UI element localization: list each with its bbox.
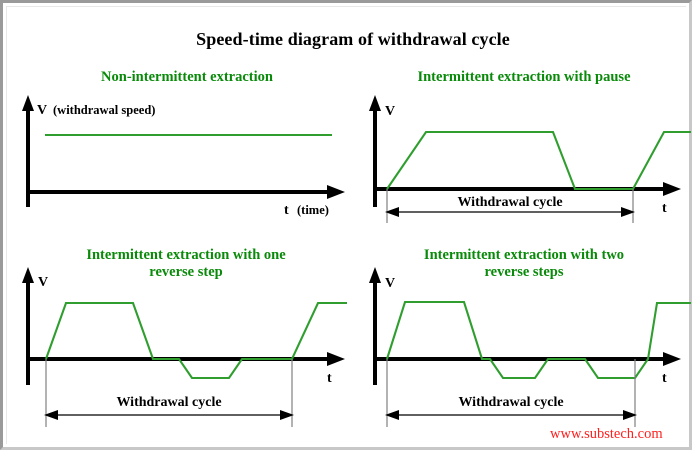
panel-title-line-2: reverse step <box>149 264 223 280</box>
cycle-arrow-left <box>385 207 399 217</box>
x-axis-label: t <box>284 203 289 218</box>
y-axis-arrowhead <box>369 95 381 111</box>
cycle-dimension-label: Withdrawal cycle <box>458 395 563 410</box>
x-axis-label: t <box>662 371 667 386</box>
panel-title-line-2: reverse steps <box>484 264 564 280</box>
panel-title-line-1: Intermittent extraction with two <box>423 247 625 263</box>
cycle-dimension-label: Withdrawal cycle <box>116 395 221 410</box>
chart-non-intermittent: V (withdrawal speed) t (time) <box>22 95 345 218</box>
cycle-dimension-label: Withdrawal cycle <box>457 195 562 210</box>
x-axis-arrowhead <box>663 352 681 366</box>
chart-two-reverse-steps: V t Withdrawal cycle <box>369 267 691 427</box>
cycle-arrow-right <box>621 207 635 217</box>
cycle-arrow-right <box>280 410 294 420</box>
y-axis-label: V <box>385 276 395 291</box>
x-axis-arrowhead <box>327 352 345 366</box>
x-axis-arrowhead <box>327 185 345 199</box>
x-axis-label: t <box>662 201 667 216</box>
speed-curve <box>45 301 347 380</box>
panel-title-intermittent-with-pause: Intermittent extraction with pause <box>417 69 631 85</box>
speed-curve <box>385 300 691 380</box>
x-axis-label: t <box>327 371 332 386</box>
y-axis-label: V <box>385 104 395 119</box>
diagram-svg: V (withdrawal speed) t (time) V t <box>22 95 691 427</box>
chart-one-reverse-step: V t Withdrawal cycle <box>22 267 347 427</box>
y-axis-label: V <box>37 103 47 118</box>
y-axis-label: V <box>38 275 48 290</box>
panel-title-non-intermittent: Non-intermittent extraction <box>101 69 273 85</box>
panel-title-one-reverse-step: Intermittent extraction with one reverse… <box>21 247 351 281</box>
cycle-arrow-left <box>385 410 399 420</box>
cycle-arrow-left <box>44 410 58 420</box>
cycle-arrow-right <box>623 410 637 420</box>
panel-title-two-reverse-steps: Intermittent extraction with two reverse… <box>359 247 689 281</box>
diagram-canvas: Speed-time diagram of withdrawal cycle N… <box>6 6 691 444</box>
page-title: Speed-time diagram of withdrawal cycle <box>196 29 510 49</box>
panel-title-line-1: Intermittent extraction with one <box>86 247 286 263</box>
y-axis-arrowhead <box>22 95 34 111</box>
speed-curve <box>386 130 691 191</box>
y-axis-unit-label: (withdrawal speed) <box>53 103 155 117</box>
watermark-url: www.substech.com <box>550 426 663 442</box>
chart-intermittent-with-pause: V t Withdrawal cycle <box>369 95 691 223</box>
x-axis-arrowhead <box>663 182 681 196</box>
y-axis-arrowhead <box>369 267 381 283</box>
x-axis-unit-label: (time) <box>297 203 329 217</box>
y-axis-arrowhead <box>22 267 34 283</box>
